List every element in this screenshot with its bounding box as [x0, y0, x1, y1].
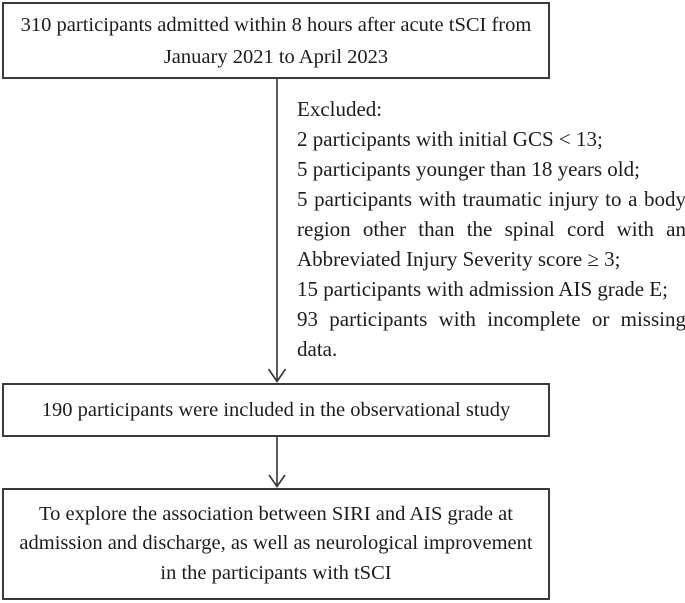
- excluded-item-line: 93 participants with incomplete or missi…: [297, 307, 685, 331]
- objective-box: To explore the association between SIRI …: [2, 488, 550, 600]
- excluded-note: Excluded: 2 participants with initial GC…: [297, 94, 685, 364]
- excluded-item-line: data.: [297, 337, 338, 361]
- excluded-item-line: 2 participants with initial GCS < 13;: [297, 127, 603, 151]
- excluded-item-line: 5 participants younger than 18 years old…: [297, 157, 640, 181]
- excluded-item-line: Abbreviated Injury Severity score ≥ 3;: [297, 247, 621, 271]
- down-arrow-icon: [268, 437, 286, 488]
- down-arrow-icon: [267, 79, 287, 383]
- enrollment-box-line: 310 participants admitted within 8 hours…: [20, 13, 532, 36]
- excluded-item-line: region other than the spinal cord with a…: [297, 217, 685, 241]
- enrollment-box-line: January 2021 to April 2023: [163, 45, 389, 68]
- included-box-line: 190 participants were included in the ob…: [41, 399, 511, 421]
- objective-box-line: in the participants with tSCI: [160, 561, 392, 584]
- objective-box-line: admission and discharge, as well as neur…: [19, 532, 533, 555]
- excluded-title: Excluded:: [297, 97, 383, 121]
- enrollment-box: 310 participants admitted within 8 hours…: [2, 2, 550, 79]
- included-box: 190 participants were included in the ob…: [2, 383, 550, 437]
- objective-box-line: To explore the association between SIRI …: [39, 502, 513, 525]
- excluded-item-line: 15 participants with admission AIS grade…: [297, 277, 668, 301]
- excluded-item-line: 5 participants with traumatic injury to …: [297, 187, 685, 211]
